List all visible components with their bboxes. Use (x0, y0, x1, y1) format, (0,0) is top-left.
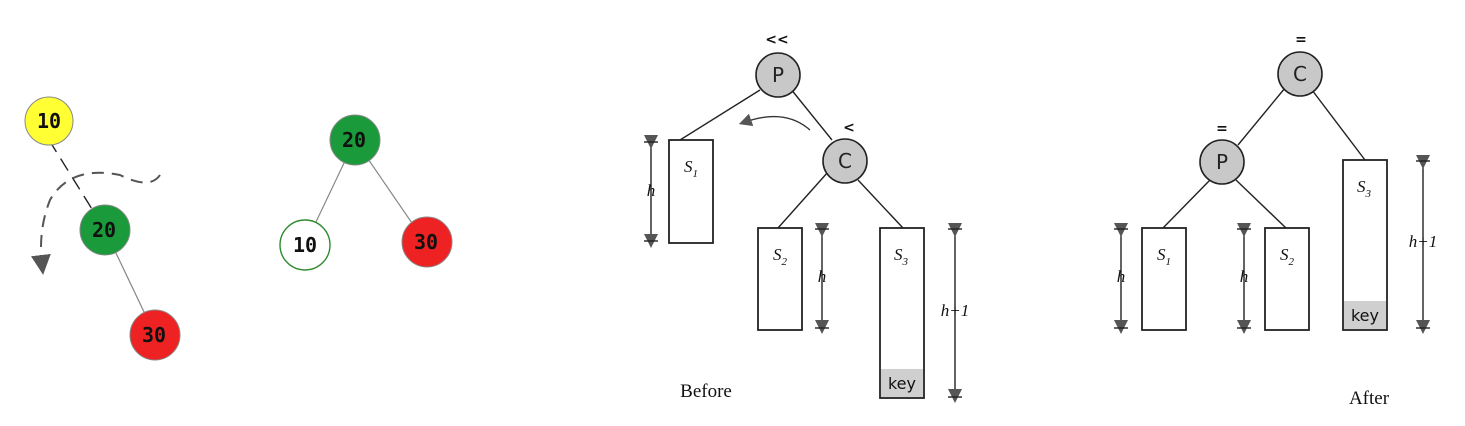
subtree-s1: S1 (668, 139, 714, 244)
node-c-label: C (1293, 62, 1307, 86)
height-marker-s3: h+1 (1409, 155, 1437, 334)
height-s3-label: h+1 (941, 301, 969, 320)
node-p: P (755, 52, 801, 98)
edge-c-p (1237, 87, 1286, 146)
left-after-tree: 20 10 30 (279, 114, 453, 271)
root-mark: << (765, 32, 788, 48)
edge-p-s1 (1162, 179, 1211, 229)
rotation-arrow (738, 113, 811, 131)
subtree-s3: S3 key (879, 227, 925, 399)
edge-c-s3 (857, 179, 904, 229)
node-10: 10 (279, 219, 331, 271)
node-p: P (1199, 139, 1245, 185)
node-p-label: P (1216, 150, 1228, 174)
after-tree: = C = P S1 h S2 h (1114, 32, 1437, 409)
subtree-s2-name: S2 (773, 245, 788, 268)
node-p-label: P (772, 63, 784, 87)
before-caption: Before (680, 381, 732, 402)
node-20-label: 20 (342, 128, 366, 152)
subtree-s1: S1 (1141, 227, 1187, 331)
subtree-s3: S3 key (1342, 159, 1388, 331)
key-label: key (888, 374, 916, 393)
height-s2-label: h (1240, 267, 1249, 286)
node-30: 30 (129, 309, 181, 361)
node-30: 30 (401, 216, 453, 268)
subtree-s2: S2 (1264, 227, 1310, 331)
height-marker-s1: h (1114, 223, 1128, 334)
edge-c-s2 (777, 171, 829, 229)
subtree-s2: S2 (757, 227, 803, 331)
subtree-s3-name: S3 (1357, 177, 1372, 200)
rotation-arrow (30, 171, 161, 275)
height-marker-s2: h (815, 223, 829, 334)
edge-p-s1 (679, 89, 761, 141)
left-before-tree: 10 20 30 (24, 96, 181, 361)
before-tree: << P < C S1 h S2 (644, 32, 969, 403)
height-s2-label: h (818, 267, 827, 286)
subtree-s2-name: S2 (1280, 245, 1295, 268)
key-label: key (1351, 306, 1379, 325)
node-30-label: 30 (414, 230, 438, 254)
root-mark: = (1295, 32, 1307, 48)
height-s1-label: h (1117, 267, 1126, 286)
subtree-s1-name: S1 (684, 157, 698, 180)
height-s1-label: h (647, 181, 656, 200)
subtree-s1-name: S1 (1157, 245, 1171, 268)
node-20: 20 (329, 114, 381, 166)
edge-c-s3 (1311, 89, 1366, 161)
height-s3-label: h+1 (1409, 232, 1437, 251)
edge-p-s2 (1235, 179, 1287, 229)
node-10-label: 10 (293, 233, 317, 257)
node-c: C (1277, 51, 1323, 97)
height-marker-s1: h (644, 135, 658, 248)
node-20: 20 (79, 204, 131, 256)
node-c-label: C (838, 149, 852, 173)
node-30-label: 30 (142, 323, 166, 347)
child-mark: = (1216, 121, 1228, 137)
node-c: C (822, 138, 868, 184)
height-marker-s3: h+1 (941, 223, 969, 403)
subtree-s3-name: S3 (894, 245, 909, 268)
edge-p-c (789, 87, 833, 141)
height-marker-s2: h (1237, 223, 1251, 334)
after-caption: After (1349, 388, 1390, 409)
node-20-label: 20 (92, 218, 116, 242)
node-10: 10 (24, 96, 74, 146)
child-mark: < (843, 120, 855, 136)
node-10-label: 10 (37, 109, 61, 133)
